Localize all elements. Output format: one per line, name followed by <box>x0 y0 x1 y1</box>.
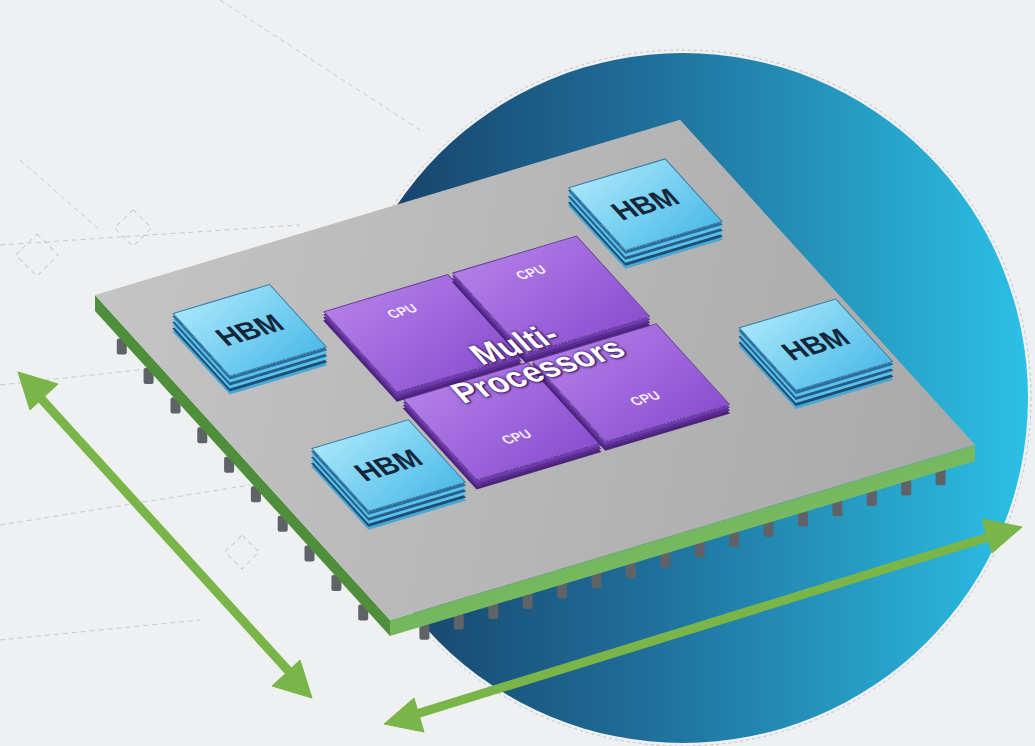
hbm-label: HBM <box>208 309 291 352</box>
cpu-label: CPU <box>498 427 536 447</box>
hbm-label: HBM <box>775 323 858 366</box>
cpu-label: CPU <box>383 301 421 321</box>
hbm-label: HBM <box>604 183 687 226</box>
cpu-label: CPU <box>626 388 664 408</box>
cpu-label: CPU <box>512 262 550 282</box>
hbm-stack: HBM <box>568 158 723 251</box>
hbm-stack: HBM <box>172 284 327 377</box>
hbm-label: HBM <box>347 444 430 487</box>
